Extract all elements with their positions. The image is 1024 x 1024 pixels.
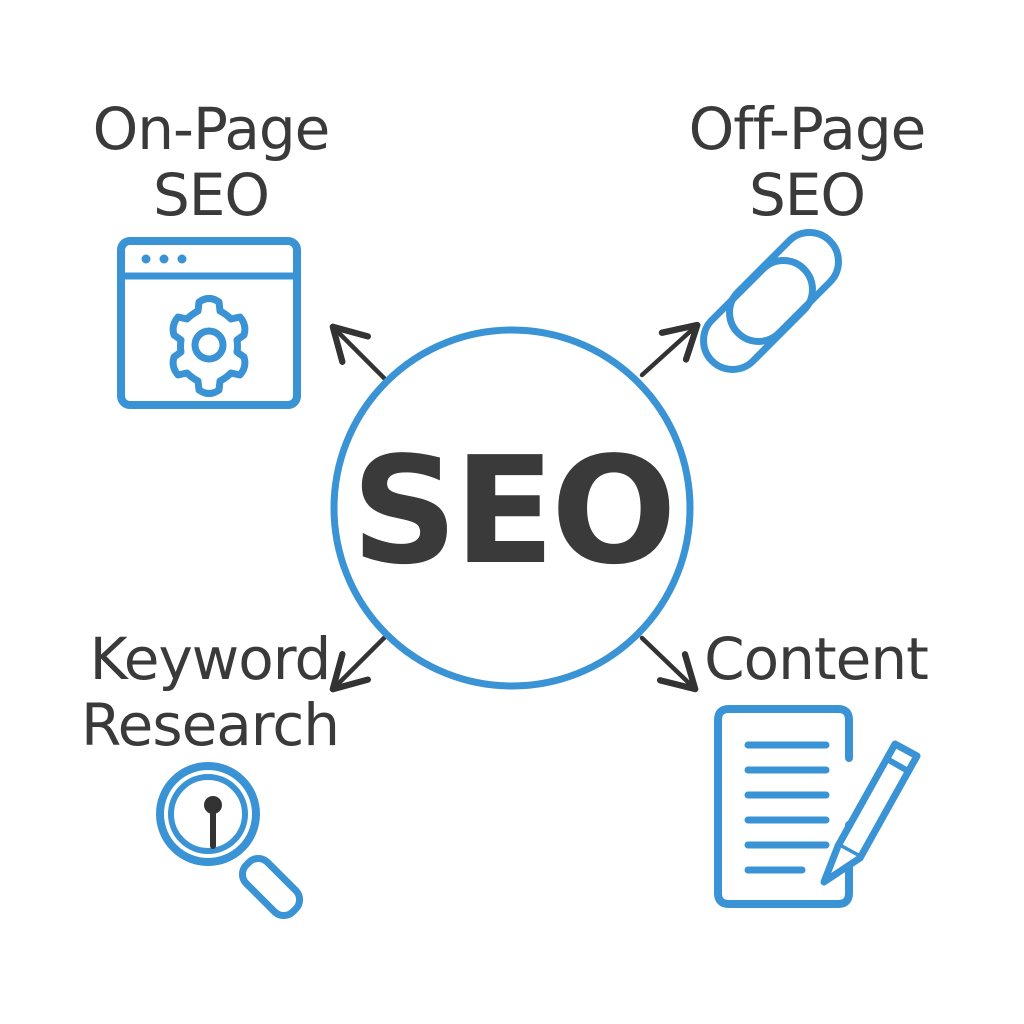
arrow-to-on-page <box>329 323 387 381</box>
on-page-seo-line1: On-Page <box>92 95 331 163</box>
center-circle <box>330 326 694 690</box>
keyword-research-line1: Keyword <box>89 625 332 693</box>
document-pencil-icon <box>714 705 921 908</box>
arrow-to-keyword <box>329 635 387 693</box>
chain-link-icon <box>700 229 842 373</box>
on-page-seo-line2: SEO <box>152 161 271 229</box>
off-page-seo-line2: SEO <box>748 161 867 229</box>
on-page-seo-label: On-Page SEO <box>80 95 342 229</box>
keyword-research-label: Keyword Research <box>70 625 350 759</box>
content-label: Content <box>696 625 936 693</box>
off-page-seo-line1: Off-Page <box>688 95 927 163</box>
arrow-to-off-page <box>639 321 701 378</box>
magnifier-icon <box>156 762 304 920</box>
browser-gear-icon <box>117 237 301 409</box>
off-page-seo-label: Off-Page SEO <box>676 95 938 229</box>
keyword-research-line2: Research <box>80 691 341 759</box>
arrow-to-content <box>639 635 699 693</box>
content-line1: Content <box>703 625 929 693</box>
center-seo-label: SEO <box>351 425 677 597</box>
